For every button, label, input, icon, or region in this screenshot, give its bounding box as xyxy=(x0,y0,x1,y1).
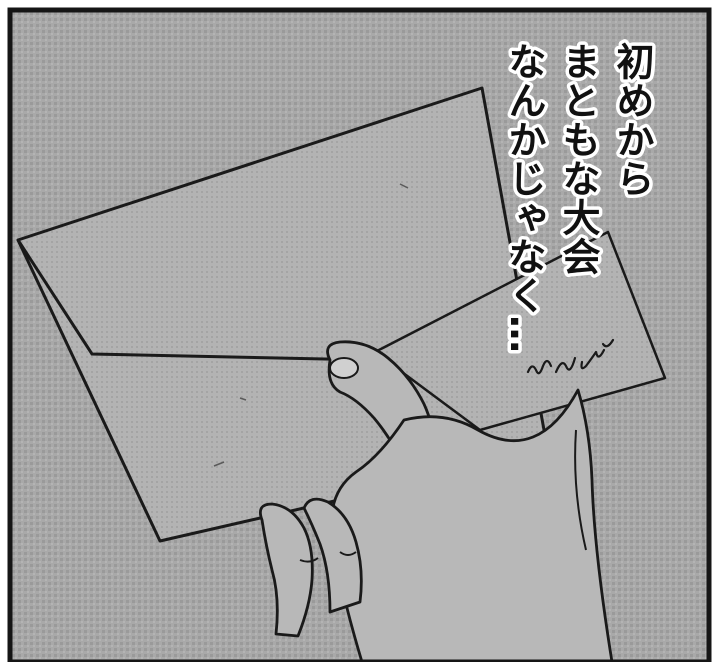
thumbnail xyxy=(329,357,359,379)
signature-scribble xyxy=(526,338,615,375)
smudge-marks xyxy=(213,183,409,467)
knuckle-creases xyxy=(299,429,587,563)
dialogue-line-2: まともな大会 xyxy=(556,42,600,276)
dialogue-line-3: なんかじゃなく… xyxy=(502,42,546,354)
letter-card xyxy=(373,230,667,432)
panel-border xyxy=(7,7,712,662)
envelope-flap-edge xyxy=(16,239,373,362)
dialogue-block: 初めから まともな大会 なんかじゃなく… xyxy=(499,39,658,358)
dialogue-line-1: 初めから xyxy=(610,42,654,198)
